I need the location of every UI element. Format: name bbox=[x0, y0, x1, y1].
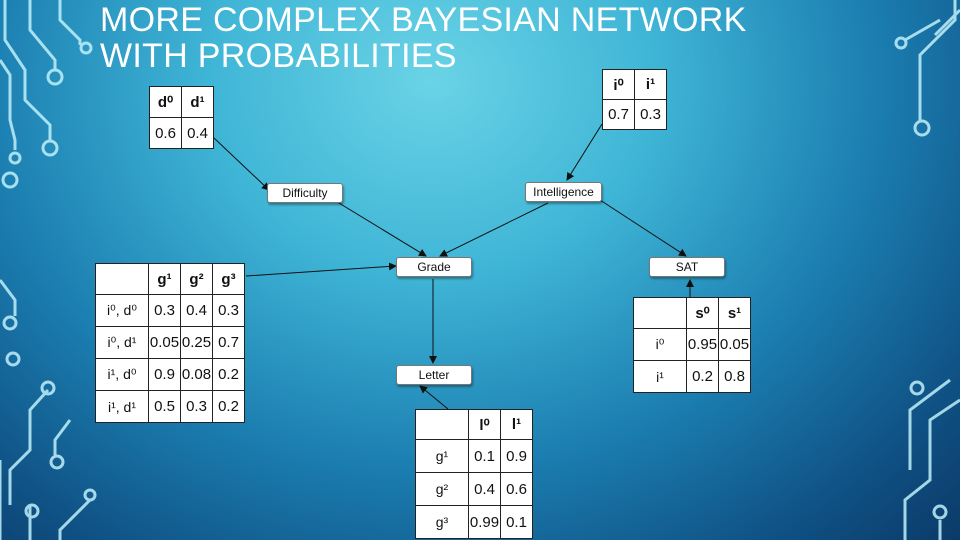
cpt-letter: l⁰ l¹ g¹ 0.1 0.9 g² 0.4 0.6 g³ 0.99 0.1 bbox=[415, 409, 533, 539]
cpt-g-value: 0.2 bbox=[212, 390, 245, 423]
cpt-g-header: g² bbox=[180, 263, 213, 295]
cpt-s-row-label: i⁰ bbox=[633, 328, 687, 361]
cpt-l-header: l⁰ bbox=[468, 409, 501, 440]
cpt-g-row-label: i¹, d⁰ bbox=[95, 358, 149, 391]
cpt-g-value: 0.3 bbox=[212, 294, 245, 327]
cpt-s-header: s¹ bbox=[718, 297, 751, 329]
node-intelligence[interactable]: Intelligence bbox=[525, 182, 602, 202]
cpt-s-corner bbox=[633, 297, 687, 329]
node-sat[interactable]: SAT bbox=[649, 257, 725, 277]
cpt-g-row-label: i⁰, d⁰ bbox=[95, 294, 149, 327]
cpt-g-value: 0.25 bbox=[180, 326, 213, 359]
cpt-g-value: 0.3 bbox=[148, 294, 181, 327]
cpt-l-value: 0.1 bbox=[468, 439, 501, 473]
cpt-s-row-label: i¹ bbox=[633, 360, 687, 393]
cpt-g-value: 0.7 bbox=[212, 326, 245, 359]
edge-intelligence-grade bbox=[439, 202, 549, 257]
cpt-g-value: 0.2 bbox=[212, 358, 245, 391]
cpt-g-value: 0.5 bbox=[148, 390, 181, 423]
cpt-l-value: 0.4 bbox=[468, 472, 501, 506]
cpt-l-corner bbox=[415, 409, 469, 440]
node-letter[interactable]: Letter bbox=[396, 365, 472, 385]
cpt-g-header: g³ bbox=[212, 263, 245, 295]
edge-intelligence-sat bbox=[599, 199, 687, 257]
cpt-s-value: 0.8 bbox=[718, 360, 751, 393]
title-line-2: WITH PROBABILITIES bbox=[100, 37, 457, 75]
edge-cptl-letter bbox=[419, 385, 449, 410]
cpt-s-header: s⁰ bbox=[686, 297, 719, 329]
cpt-g-value: 0.9 bbox=[148, 358, 181, 391]
cpt-intelligence: i⁰ i¹ 0.7 0.3 bbox=[602, 69, 667, 130]
edge-cpti-intelligence bbox=[566, 123, 603, 181]
cpt-l-row-label: g³ bbox=[415, 505, 469, 539]
cpt-d-header: d⁰ bbox=[149, 86, 182, 118]
cpt-l-value: 0.6 bbox=[500, 472, 533, 506]
cpt-sat: s⁰ s¹ i⁰ 0.95 0.05 i¹ 0.2 0.8 bbox=[633, 297, 751, 393]
slide-title: MORE COMPLEX BAYESIAN NETWORK WITH PROBA… bbox=[100, 2, 747, 74]
cpt-d-header: d¹ bbox=[181, 86, 214, 118]
cpt-g-value: 0.4 bbox=[180, 294, 213, 327]
cpt-g-header: g¹ bbox=[148, 263, 181, 295]
cpt-g-row-label: i¹, d¹ bbox=[95, 390, 149, 423]
cpt-g-corner bbox=[95, 263, 149, 295]
cpt-g-value: 0.3 bbox=[180, 390, 213, 423]
cpt-g-value: 0.05 bbox=[148, 326, 181, 359]
cpt-s-value: 0.05 bbox=[718, 328, 751, 361]
cpt-i-header: i¹ bbox=[634, 69, 667, 100]
cpt-g-value: 0.08 bbox=[180, 358, 213, 391]
cpt-l-row-label: g¹ bbox=[415, 439, 469, 473]
cpt-s-value: 0.95 bbox=[686, 328, 719, 361]
cpt-d-value: 0.6 bbox=[149, 117, 182, 149]
cpt-difficulty: d⁰ d¹ 0.6 0.4 bbox=[149, 86, 214, 149]
cpt-s-value: 0.2 bbox=[686, 360, 719, 393]
cpt-l-value: 0.9 bbox=[500, 439, 533, 473]
edge-difficulty-grade bbox=[333, 199, 427, 257]
cpt-l-value: 0.1 bbox=[500, 505, 533, 539]
cpt-l-header: l¹ bbox=[500, 409, 533, 440]
title-line-1: MORE COMPLEX BAYESIAN NETWORK bbox=[100, 1, 747, 39]
cpt-d-value: 0.4 bbox=[181, 117, 214, 149]
cpt-grade: g¹ g² g³ i⁰, d⁰ 0.3 0.4 0.3 i⁰, d¹ 0.05 … bbox=[95, 263, 245, 423]
cpt-g-row-label: i⁰, d¹ bbox=[95, 326, 149, 359]
cpt-l-value: 0.99 bbox=[468, 505, 501, 539]
cpt-i-value: 0.7 bbox=[602, 99, 635, 130]
node-difficulty[interactable]: Difficulty bbox=[267, 183, 343, 203]
cpt-i-value: 0.3 bbox=[634, 99, 667, 130]
edge-cptg-grade bbox=[245, 262, 397, 277]
cpt-l-row-label: g² bbox=[415, 472, 469, 506]
node-grade[interactable]: Grade bbox=[396, 257, 472, 277]
edge-cptd-difficulty bbox=[213, 137, 270, 191]
cpt-i-header: i⁰ bbox=[602, 69, 635, 100]
